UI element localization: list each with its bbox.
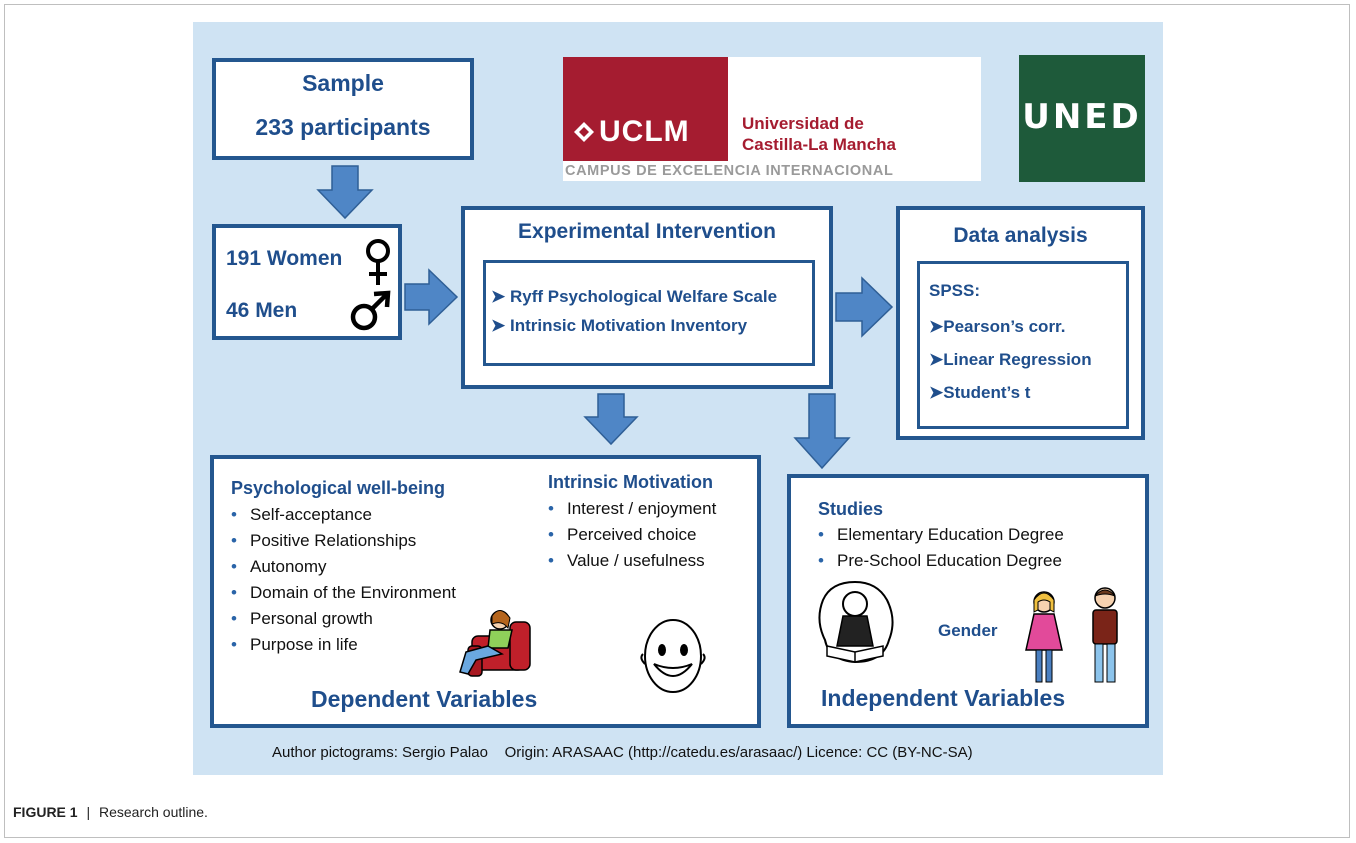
analysis-test: ➤Student’s t (929, 383, 1030, 403)
list-item: •Perceived choice (545, 522, 716, 548)
uclm-red-block (563, 57, 728, 161)
men-count: 46 Men (226, 299, 298, 322)
analysis-title: Data analysis (953, 224, 1088, 247)
female-symbol-icon (366, 239, 390, 285)
intervention-title: Experimental Intervention (518, 220, 776, 243)
instrument-item: ➤ Ryff Psychological Welfare Scale (491, 287, 777, 307)
data-analysis-box: Data analysis SPSS: ➤Pearson’s corr. ➤Li… (896, 206, 1145, 440)
list-item: •Autonomy (228, 554, 456, 580)
credits-author: Author pictograms: Sergio Palao (272, 744, 488, 761)
arrow-down-dependent (583, 393, 639, 446)
arrow-right-gender (404, 268, 459, 326)
uclm-emblem-icon (574, 122, 594, 142)
gender-label: Gender (938, 621, 998, 640)
list-item: •Elementary Education Degree (815, 522, 1064, 548)
credits-line: Author pictograms: Sergio Palao Origin: … (272, 744, 973, 761)
list-item: •Purpose in life (228, 632, 456, 658)
instruments-box: ➤ Ryff Psychological Welfare Scale ➤ Int… (483, 260, 815, 366)
uclm-name-line1: Universidad de (742, 114, 864, 133)
studies-list: •Elementary Education Degree •Pre-School… (815, 522, 1064, 574)
bullet-dot-icon: • (548, 551, 554, 570)
uclm-wordmark: UCLM (599, 115, 690, 148)
caption-label: FIGURE 1 (13, 804, 78, 820)
instrument-label: Intrinsic Motivation Inventory (509, 316, 748, 335)
smiling-face-pictogram-icon (640, 619, 706, 693)
instrument-label: Ryff Psychological Welfare Scale (509, 287, 778, 306)
figure-caption: FIGURE 1 | Research outline. (13, 804, 208, 820)
relaxing-person-pictogram-icon (459, 610, 531, 677)
uclm-logo: UCLM Universidad de Castilla-La Mancha C… (563, 57, 981, 181)
bullet-dot-icon: • (231, 557, 237, 576)
sample-box: Sample 233 participants (212, 58, 474, 160)
women-count: 191 Women (226, 247, 343, 270)
student-reading-pictogram-icon (818, 580, 894, 664)
uclm-campus: CAMPUS DE EXCELENCIA INTERNACIONAL (565, 163, 894, 179)
bullet-dot-icon: • (548, 499, 554, 518)
spss-label: SPSS: (929, 281, 981, 300)
analysis-test-label: Pearson’s corr. (943, 317, 1066, 336)
caption-separator: | (86, 804, 91, 820)
bullet-dot-icon: • (548, 525, 554, 544)
bullet-dot-icon: • (231, 609, 237, 628)
arrowhead-bullet-icon: ➤ (929, 350, 944, 369)
male-symbol-icon (350, 290, 391, 331)
studies-title: Studies (818, 499, 884, 519)
caption-text: Research outline. (99, 804, 208, 820)
independent-footer: Independent Variables (821, 685, 1066, 711)
list-item: •Value / usefulness (545, 548, 716, 574)
uned-logo: UNED (1019, 55, 1145, 182)
sample-count: 233 participants (255, 114, 431, 140)
spss-box: SPSS: ➤Pearson’s corr. ➤Linear Regressio… (917, 261, 1129, 429)
credits-origin: Origin: ARASAAC (http://catedu.es/arasaa… (504, 744, 973, 761)
analysis-test-label: Linear Regression (943, 350, 1092, 369)
gender-split-box: 191 Women 46 Men (212, 224, 402, 340)
arrowhead-bullet-icon: ➤ (929, 383, 944, 402)
bullet-dot-icon: • (231, 505, 237, 524)
dependent-variables-box: Psychological well-being •Self-acceptanc… (210, 455, 761, 728)
list-item: •Personal growth (228, 606, 456, 632)
list-item: •Pre-School Education Degree (815, 548, 1064, 574)
list-item: •Domain of the Environment (228, 580, 456, 606)
bullet-dot-icon: • (231, 635, 237, 654)
arrowhead-bullet-icon: ➤ (491, 316, 506, 335)
dependent-footer: Dependent Variables (311, 686, 538, 712)
bullet-dot-icon: • (231, 583, 237, 602)
bullet-dot-icon: • (818, 551, 824, 570)
list-item: •Positive Relationships (228, 528, 456, 554)
girl-pictogram-icon (1025, 591, 1063, 683)
boy-pictogram-icon (1092, 587, 1118, 683)
motivation-list: •Interest / enjoyment •Perceived choice … (545, 496, 716, 574)
list-item: •Self-acceptance (228, 502, 456, 528)
wellbeing-title: Psychological well-being (231, 478, 446, 498)
arrowhead-bullet-icon: ➤ (491, 287, 506, 306)
wellbeing-list: •Self-acceptance •Positive Relationships… (228, 502, 456, 658)
uned-wordmark: UNED (1022, 97, 1142, 137)
arrowhead-bullet-icon: ➤ (929, 317, 944, 336)
arrow-down-independent (793, 393, 851, 470)
list-item: •Interest / enjoyment (545, 496, 716, 522)
bullet-dot-icon: • (231, 531, 237, 550)
arrow-right-intervention (835, 276, 894, 338)
sample-title: Sample (302, 70, 384, 96)
arrow-down-sample (316, 165, 374, 220)
analysis-test-label: Student’s t (943, 383, 1031, 402)
analysis-test: ➤Linear Regression (929, 350, 1092, 370)
independent-variables-box: Studies •Elementary Education Degree •Pr… (787, 474, 1149, 728)
motivation-title: Intrinsic Motivation (548, 472, 714, 492)
instrument-item: ➤ Intrinsic Motivation Inventory (491, 316, 747, 336)
figure-frame (4, 4, 1350, 838)
bullet-dot-icon: • (818, 525, 824, 544)
uclm-name-line2: Castilla-La Mancha (742, 135, 896, 154)
intervention-box: Experimental Intervention ➤ Ryff Psychol… (461, 206, 833, 389)
analysis-test: ➤Pearson’s corr. (929, 317, 1065, 337)
